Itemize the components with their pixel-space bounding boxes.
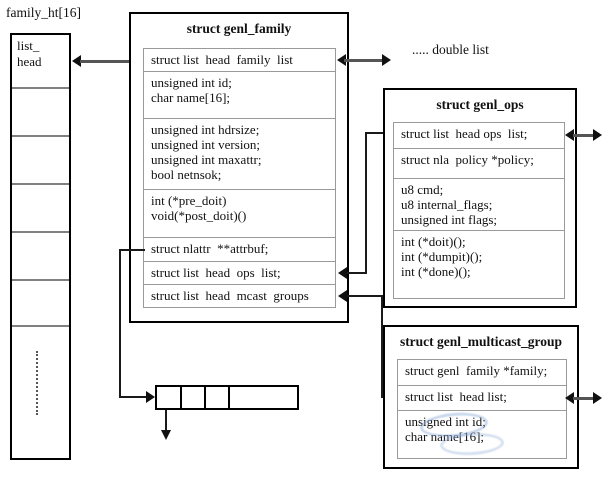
- connector-ops-segment: [347, 272, 367, 274]
- connector-array-down: [165, 410, 167, 431]
- genl-ops-box: struct genl_ops struct list head ops lis…: [383, 88, 577, 308]
- attrbuf-array-box: [155, 385, 299, 410]
- field-ops-list: struct list head ops list;: [393, 122, 565, 149]
- array-cell-divider: [228, 387, 230, 408]
- hash-table-label: family_ht[16]: [6, 5, 81, 20]
- arrow-right-icon: [593, 392, 602, 404]
- hash-table: list_ head: [10, 33, 71, 460]
- array-cell-divider: [204, 387, 206, 408]
- field-cmd-flags: u8 cmd; u8 internal_flags; unsigned int …: [393, 179, 565, 231]
- arrow-left-icon: [565, 129, 574, 141]
- hash-cell-divider: [12, 279, 69, 281]
- genl-multicast-group-box: struct genl_multicast_group struct genl …: [383, 325, 579, 469]
- connector-attrbuf-segment: [119, 249, 121, 398]
- connector-ops-right: [573, 134, 594, 137]
- field-id-name: unsigned int id; char name[16];: [143, 72, 336, 119]
- arrow-left-icon: [338, 267, 347, 279]
- field-hdrsize-block: unsigned int hdrsize; unsigned int versi…: [143, 119, 336, 190]
- field-mcast-groups: struct list head mcast groups: [143, 285, 336, 308]
- field-policy: struct nla policy *policy;: [393, 149, 565, 179]
- hash-cell-divider: [12, 325, 69, 327]
- hash-bucket-list-head: list_ head: [17, 38, 42, 69]
- field-pre-post-doit: int (*pre_doit) void(*post_doit)(): [143, 190, 336, 238]
- arrow-left-icon: [72, 55, 81, 67]
- arrow-right-icon: [593, 129, 602, 141]
- field-attrbuf: struct nlattr **attrbuf;: [143, 238, 336, 262]
- connector-ops-segment: [365, 132, 367, 274]
- genl-family-title: struct genl_family: [186, 21, 292, 36]
- hash-cell-divider: [12, 183, 69, 185]
- genl-ops-fields: struct list head ops list; struct nla po…: [393, 122, 565, 299]
- ellipsis-dots: [36, 351, 38, 415]
- hash-cell-divider: [12, 87, 69, 89]
- hash-cell-divider: [12, 231, 69, 233]
- connector-ops-segment: [365, 132, 385, 134]
- arrow-left-icon: [565, 392, 574, 404]
- genl-ops-title: struct genl_ops: [436, 97, 524, 112]
- genl-family-fields: struct list head family list unsigned in…: [143, 48, 336, 308]
- field-family-list: struct list head family list: [143, 48, 336, 72]
- arrow-left-icon: [337, 54, 346, 66]
- connector-mcast-segment: [381, 295, 383, 398]
- connector-mcast-right: [573, 397, 594, 400]
- connector-hash-family: [80, 60, 132, 63]
- array-cell-divider: [180, 387, 182, 408]
- field-family-ptr: struct genl family *family;: [397, 359, 567, 386]
- field-id-name: unsigned int id; char name[16];: [397, 411, 567, 459]
- double-list-annotation: ..... double list: [412, 42, 489, 57]
- genl-family-box: struct genl_family struct list head fami…: [129, 12, 349, 323]
- genl-multicast-group-title: struct genl_multicast_group: [399, 334, 563, 349]
- hash-cell-divider: [12, 135, 69, 137]
- connector-mcast-segment: [347, 295, 383, 297]
- arrow-left-icon: [338, 290, 347, 302]
- watermark-artifact: [412, 410, 512, 458]
- genl-multicast-group-fields: struct genl family *family; struct list …: [397, 359, 567, 459]
- connector-attrbuf-segment: [119, 249, 145, 251]
- connector-attrbuf-segment: [119, 396, 147, 398]
- arrow-right-icon: [146, 391, 155, 403]
- field-callbacks: int (*doit)(); int (*dumpit)(); int (*do…: [393, 231, 565, 299]
- field-ops-list: struct list head ops list;: [143, 262, 336, 285]
- field-list: struct list head list;: [397, 386, 567, 411]
- arrow-right-icon: [382, 54, 391, 66]
- connector-family-doublelist: [344, 59, 384, 62]
- arrow-down-icon: [161, 430, 171, 440]
